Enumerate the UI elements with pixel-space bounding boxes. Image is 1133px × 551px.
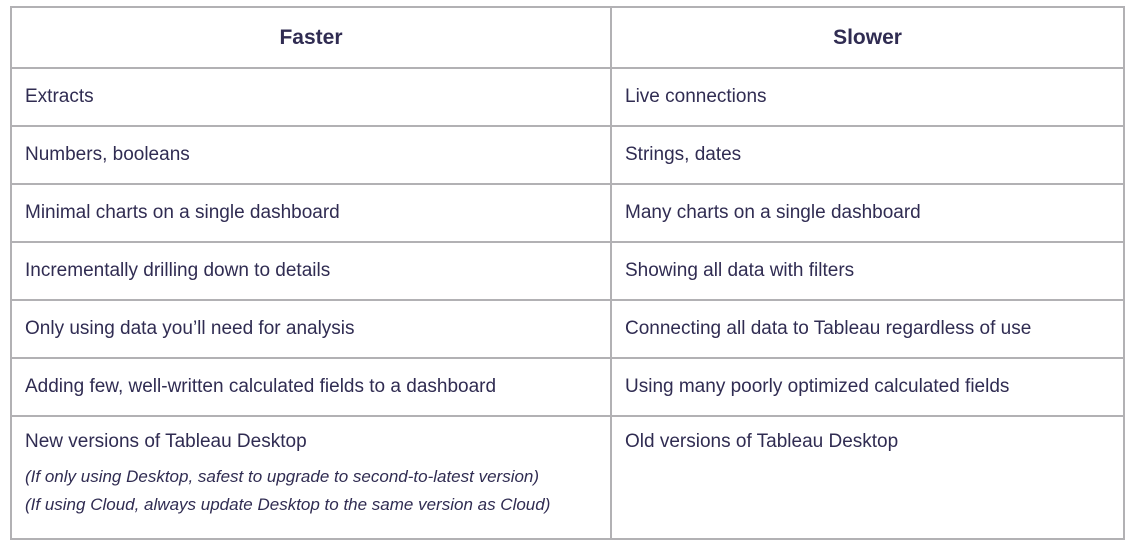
cell-faster-few-calculated-fields: Adding few, well-written calculated fiel…: [10, 357, 612, 417]
cell-faster-numbers-booleans: Numbers, booleans: [10, 125, 612, 185]
cell-slower-many-charts: Many charts on a single dashboard: [610, 183, 1125, 243]
cell-faster-extracts: Extracts: [10, 67, 612, 127]
cell-text: Adding few, well-written calculated fiel…: [25, 376, 497, 398]
column-header-faster: Faster: [10, 6, 612, 69]
cell-text: Live connections: [625, 86, 767, 108]
column-header-slower: Slower: [610, 6, 1125, 69]
cell-text: Connecting all data to Tableau regardles…: [625, 318, 1032, 340]
cell-slower-many-calculated-fields: Using many poorly optimized calculated f…: [610, 357, 1125, 417]
cell-slower-all-data-filters: Showing all data with filters: [610, 241, 1125, 301]
cell-faster-only-needed-data: Only using data you’ll need for analysis: [10, 299, 612, 359]
table-row: Numbers, booleans Strings, dates: [10, 125, 1125, 185]
header-row: Faster Slower: [10, 6, 1125, 69]
table-row: Only using data you’ll need for analysis…: [10, 299, 1125, 359]
cell-text: Extracts: [25, 86, 94, 108]
cell-text: Using many poorly optimized calculated f…: [625, 376, 1010, 398]
cell-slower-live-connections: Live connections: [610, 67, 1125, 127]
cell-text: Incrementally drilling down to details: [25, 260, 331, 282]
cell-text: Strings, dates: [625, 144, 742, 166]
cell-note-desktop-upgrade: (If only using Desktop, safest to upgrad…: [25, 466, 540, 486]
cell-text: Showing all data with filters: [625, 260, 855, 282]
cell-text: Minimal charts on a single dashboard: [25, 202, 340, 224]
cell-slower-old-versions: Old versions of Tableau Desktop: [610, 415, 1125, 540]
table-row: Incrementally drilling down to details S…: [10, 241, 1125, 301]
cell-faster-minimal-charts: Minimal charts on a single dashboard: [10, 183, 612, 243]
cell-faster-new-versions: New versions of Tableau Desktop (If only…: [10, 415, 612, 540]
cell-text: New versions of Tableau Desktop: [25, 431, 307, 452]
cell-faster-incremental-drilling: Incrementally drilling down to details: [10, 241, 612, 301]
cell-note-cloud-version: (If using Cloud, always update Desktop t…: [25, 494, 551, 514]
table-row: Minimal charts on a single dashboard Man…: [10, 183, 1125, 243]
table-row: Adding few, well-written calculated fiel…: [10, 357, 1125, 417]
cell-slower-connect-all-data: Connecting all data to Tableau regardles…: [610, 299, 1125, 359]
cell-text: Many charts on a single dashboard: [625, 202, 921, 224]
faster-slower-comparison-table: Faster Slower Extracts Live connections …: [10, 6, 1125, 540]
cell-text: Only using data you’ll need for analysis: [25, 318, 355, 340]
table-row: New versions of Tableau Desktop (If only…: [10, 415, 1125, 540]
table-row: Extracts Live connections: [10, 67, 1125, 127]
cell-text: Old versions of Tableau Desktop: [625, 431, 899, 452]
cell-slower-strings-dates: Strings, dates: [610, 125, 1125, 185]
cell-text: Numbers, booleans: [25, 144, 190, 166]
